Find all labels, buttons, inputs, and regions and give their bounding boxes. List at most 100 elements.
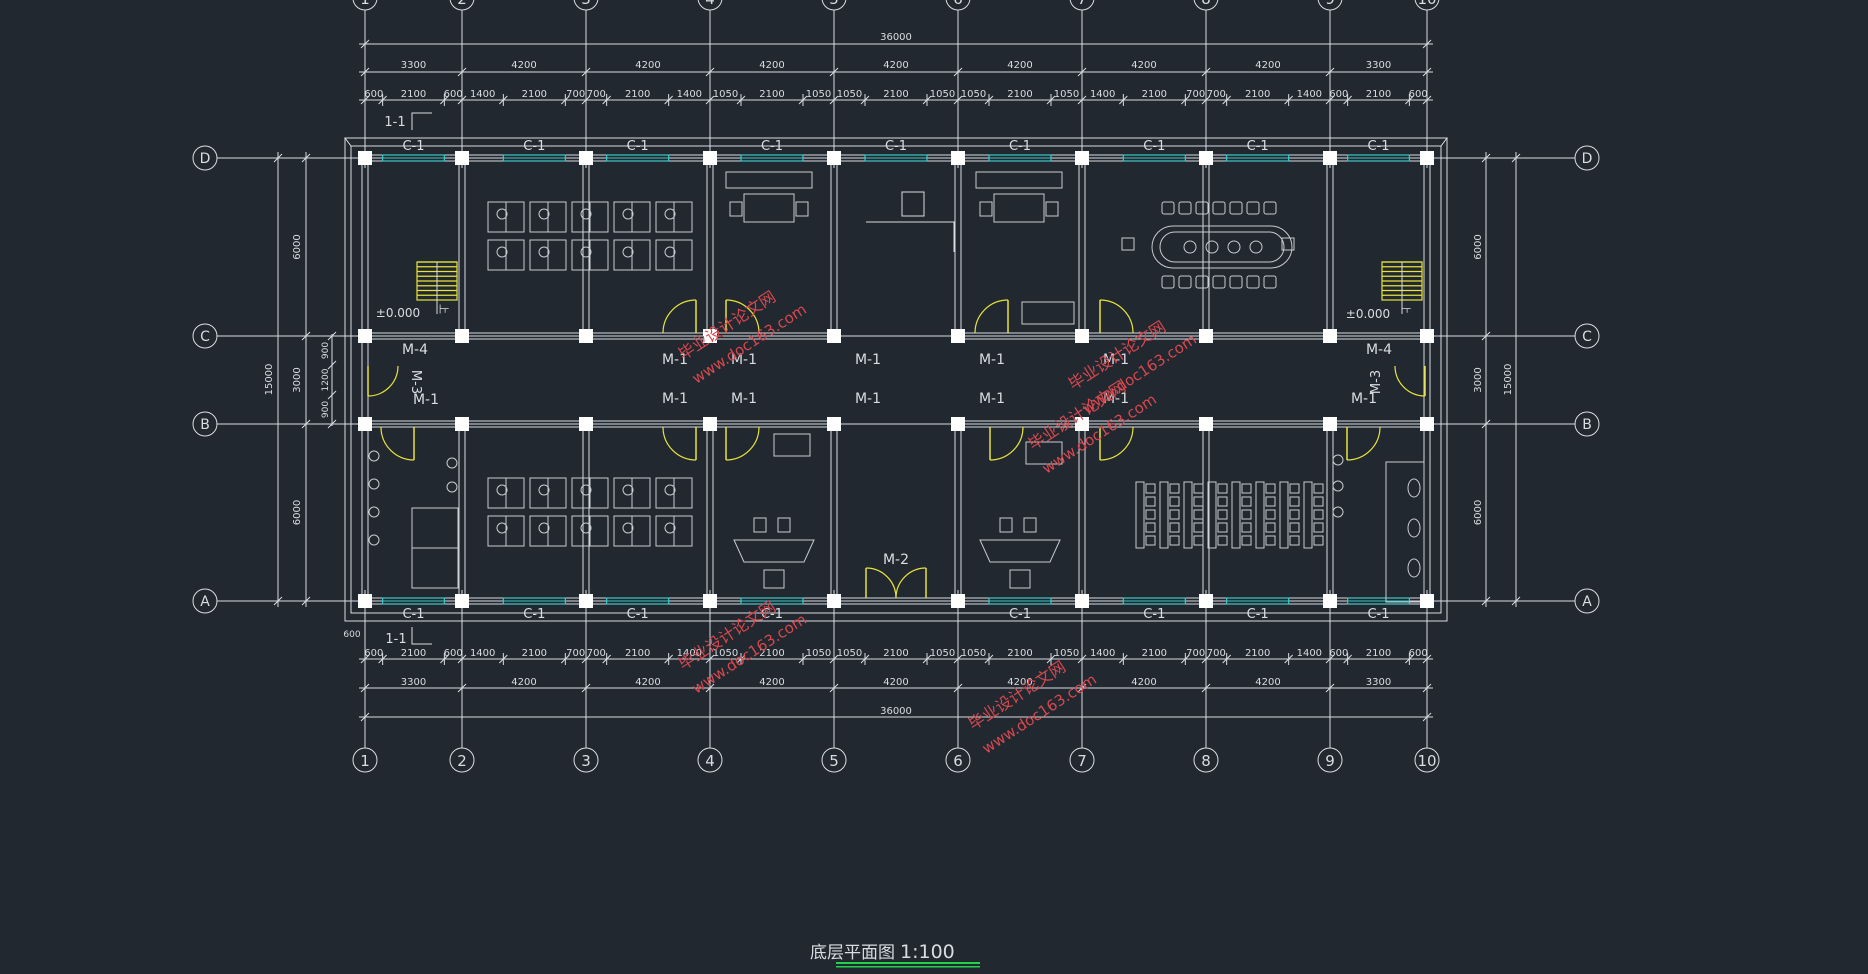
dim-text: 2100 bbox=[401, 89, 426, 100]
dim-text: 700 bbox=[1186, 648, 1205, 659]
classroom-chair bbox=[1241, 522, 1252, 533]
section-arrow bbox=[411, 112, 432, 130]
dim-text: 2100 bbox=[759, 648, 784, 659]
axis-label-right: C bbox=[1582, 329, 1592, 345]
dim-text: 600 bbox=[1409, 648, 1428, 659]
door-label: M-3 bbox=[1369, 370, 1384, 394]
dim-text: 700 bbox=[566, 648, 585, 659]
classroom-chair bbox=[1313, 509, 1324, 520]
axis-bubble-bottom bbox=[945, 747, 971, 773]
door-m1-arc bbox=[380, 426, 415, 461]
door-label: M-1 bbox=[1103, 391, 1129, 407]
dim-text: 6000 bbox=[292, 234, 303, 259]
axis-bubble-top bbox=[1414, 0, 1440, 11]
meeting-flower bbox=[1205, 240, 1219, 254]
meeting-table bbox=[1151, 225, 1293, 269]
dim-text: 700 bbox=[1207, 89, 1226, 100]
dim-text: 1050 bbox=[961, 89, 986, 100]
dim-text: 4200 bbox=[1255, 677, 1280, 688]
doors bbox=[367, 299, 1426, 599]
sofa bbox=[1021, 301, 1075, 325]
axis-label-top: 6 bbox=[953, 0, 963, 8]
column bbox=[1323, 417, 1337, 431]
dim-text: 4200 bbox=[1007, 60, 1032, 71]
door-m1-arc bbox=[1346, 426, 1381, 461]
window-label: C-1 bbox=[1143, 139, 1165, 154]
dim-text: 1200 bbox=[321, 368, 331, 391]
lobby-desk bbox=[901, 191, 925, 217]
dim-text: 1400 bbox=[677, 89, 702, 100]
meeting-chair bbox=[1281, 237, 1295, 251]
toilet-basin bbox=[1332, 480, 1344, 492]
dim-text: 600 bbox=[444, 648, 463, 659]
dim-text: 36000 bbox=[880, 706, 912, 717]
classroom-chair bbox=[1313, 483, 1324, 494]
column bbox=[358, 151, 372, 165]
dim-text: 4200 bbox=[1007, 677, 1032, 688]
windows bbox=[382, 154, 1410, 605]
axis-bubble-top bbox=[1317, 0, 1343, 11]
up-label: 上 bbox=[1399, 304, 1411, 314]
column bbox=[1075, 594, 1089, 608]
classroom-desk bbox=[1159, 481, 1169, 549]
column bbox=[455, 417, 469, 431]
meeting-chair bbox=[1263, 275, 1277, 289]
dim-text: 600 bbox=[444, 89, 463, 100]
workstation-a-chair bbox=[622, 522, 634, 534]
workstation-d-chair bbox=[664, 246, 676, 258]
dim-text: 4200 bbox=[511, 677, 536, 688]
exec-office-a4-chair bbox=[777, 517, 791, 533]
workstation-a-chair bbox=[538, 484, 550, 496]
classroom-chair bbox=[1313, 522, 1324, 533]
section-arrow bbox=[411, 627, 432, 645]
dim-text: 6000 bbox=[292, 500, 303, 525]
toilet-basin bbox=[368, 450, 380, 462]
workstation-d-chair bbox=[538, 246, 550, 258]
dim-text: 1400 bbox=[1090, 648, 1115, 659]
workstation-d-chair bbox=[580, 208, 592, 220]
door-label: M-1 bbox=[855, 391, 881, 407]
column bbox=[1075, 329, 1089, 343]
meeting-chair bbox=[1246, 275, 1260, 289]
dim-text: 1050 bbox=[1054, 648, 1079, 659]
door-label: M-3 bbox=[408, 370, 423, 394]
title-underline bbox=[836, 962, 980, 964]
window-label: C-1 bbox=[523, 139, 545, 154]
door-label: M-1 bbox=[979, 391, 1005, 407]
door-label: M-1 bbox=[413, 392, 439, 408]
axis-bubble-bottom bbox=[1414, 747, 1440, 773]
column bbox=[579, 329, 593, 343]
classroom-chair bbox=[1289, 535, 1300, 546]
axis-label-top: 7 bbox=[1077, 0, 1087, 8]
dim-text: 3300 bbox=[401, 677, 426, 688]
exec-office-a4-chair bbox=[753, 517, 767, 533]
workstation-d-chair bbox=[622, 208, 634, 220]
column bbox=[1199, 417, 1213, 431]
window-label: C-1 bbox=[1367, 139, 1389, 154]
classroom-chair bbox=[1289, 522, 1300, 533]
dim-text: 2100 bbox=[522, 89, 547, 100]
dim-text: 4200 bbox=[883, 677, 908, 688]
toilet-basin bbox=[446, 481, 458, 493]
axis-bubble-top bbox=[945, 0, 971, 11]
meeting-chair bbox=[1195, 275, 1209, 289]
axis-label-left: A bbox=[200, 594, 210, 610]
dim-text: 2100 bbox=[759, 89, 784, 100]
door-label: M-4 bbox=[1366, 342, 1392, 358]
classroom-chair bbox=[1241, 509, 1252, 520]
office-d6-desk bbox=[993, 193, 1045, 223]
dim-text: 2100 bbox=[625, 89, 650, 100]
door-m1-arc bbox=[725, 299, 760, 334]
toilet-bowl bbox=[1407, 518, 1421, 538]
axis-bubble-bottom bbox=[697, 747, 723, 773]
column bbox=[1075, 417, 1089, 431]
dim-text: 2100 bbox=[883, 648, 908, 659]
column bbox=[358, 417, 372, 431]
toilet-bowl bbox=[1407, 478, 1421, 498]
door-label: M-1 bbox=[979, 352, 1005, 368]
axis-bubble-right bbox=[1574, 588, 1600, 614]
door-m3-arc bbox=[1394, 365, 1426, 397]
axis-bubble-bottom bbox=[573, 747, 599, 773]
